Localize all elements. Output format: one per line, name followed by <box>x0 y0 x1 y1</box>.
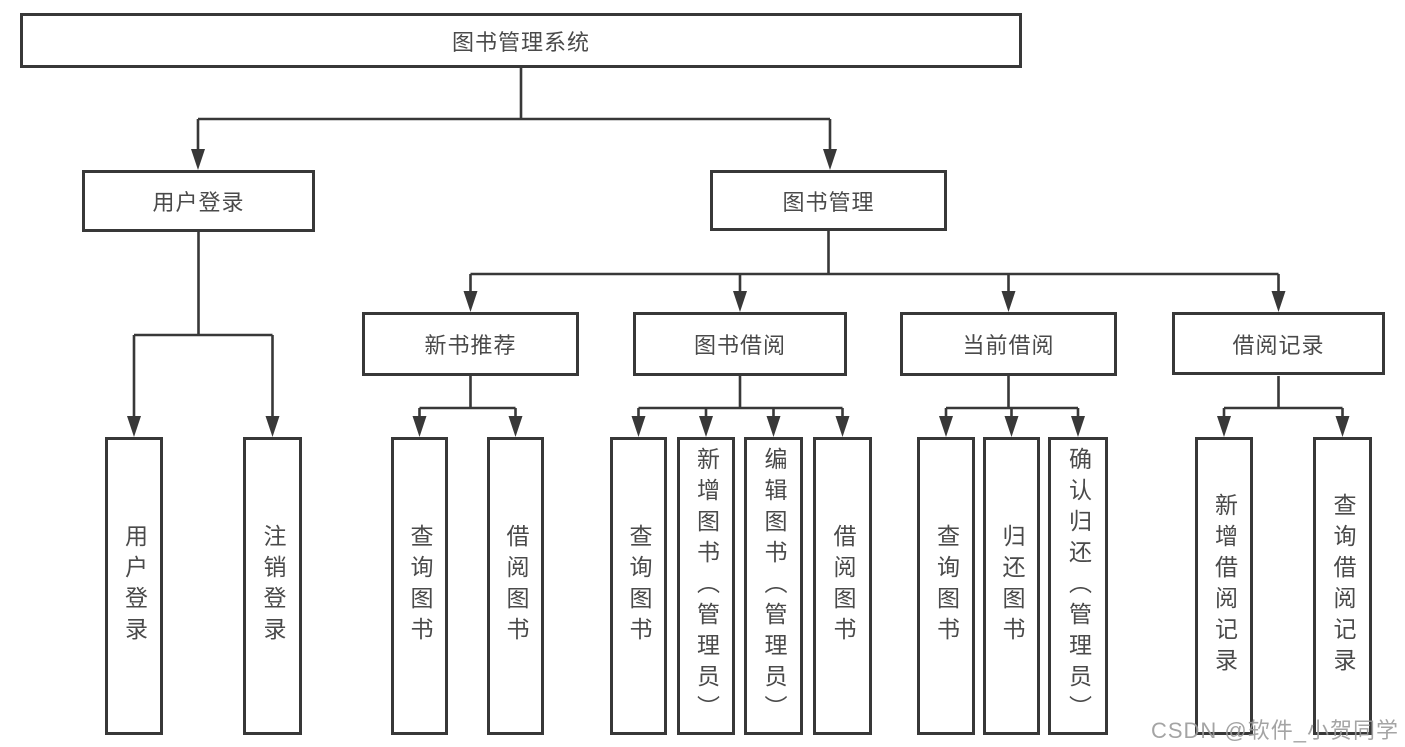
node-new-book-recommend: 新书推荐 <box>362 312 579 376</box>
node-library-management-system: 图书管理系统 <box>20 13 1022 68</box>
leaf-query-book-2: 查询图书 <box>610 437 667 735</box>
leaf-confirm-return-admin: 确认归还（管理员） <box>1048 437 1108 735</box>
leaf-query-book-3: 查询图书 <box>917 437 975 735</box>
leaf-user-login: 用户登录 <box>105 437 163 735</box>
node-borrow-record: 借阅记录 <box>1172 312 1385 375</box>
leaf-query-borrow-record: 查询借阅记录 <box>1313 437 1372 735</box>
leaf-return-book: 归还图书 <box>983 437 1040 735</box>
leaf-borrow-book-1: 借阅图书 <box>487 437 544 735</box>
node-user-login: 用户登录 <box>82 170 315 232</box>
leaf-add-book-admin: 新增图书（管理员） <box>677 437 735 735</box>
csdn-watermark: CSDN @软件_小贺同学 <box>1150 718 1399 743</box>
connector-paths <box>132 68 1344 421</box>
leaf-logout: 注销登录 <box>243 437 302 735</box>
leaf-query-book-1: 查询图书 <box>391 437 448 735</box>
connector-arrowheads <box>127 149 1350 437</box>
leaf-borrow-book-2: 借阅图书 <box>813 437 872 735</box>
node-current-borrow: 当前借阅 <box>900 312 1117 376</box>
leaf-add-borrow-record: 新增借阅记录 <box>1195 437 1253 735</box>
leaf-edit-book-admin: 编辑图书（管理员） <box>744 437 803 735</box>
node-book-management: 图书管理 <box>710 170 947 231</box>
node-book-borrow: 图书借阅 <box>633 312 847 376</box>
